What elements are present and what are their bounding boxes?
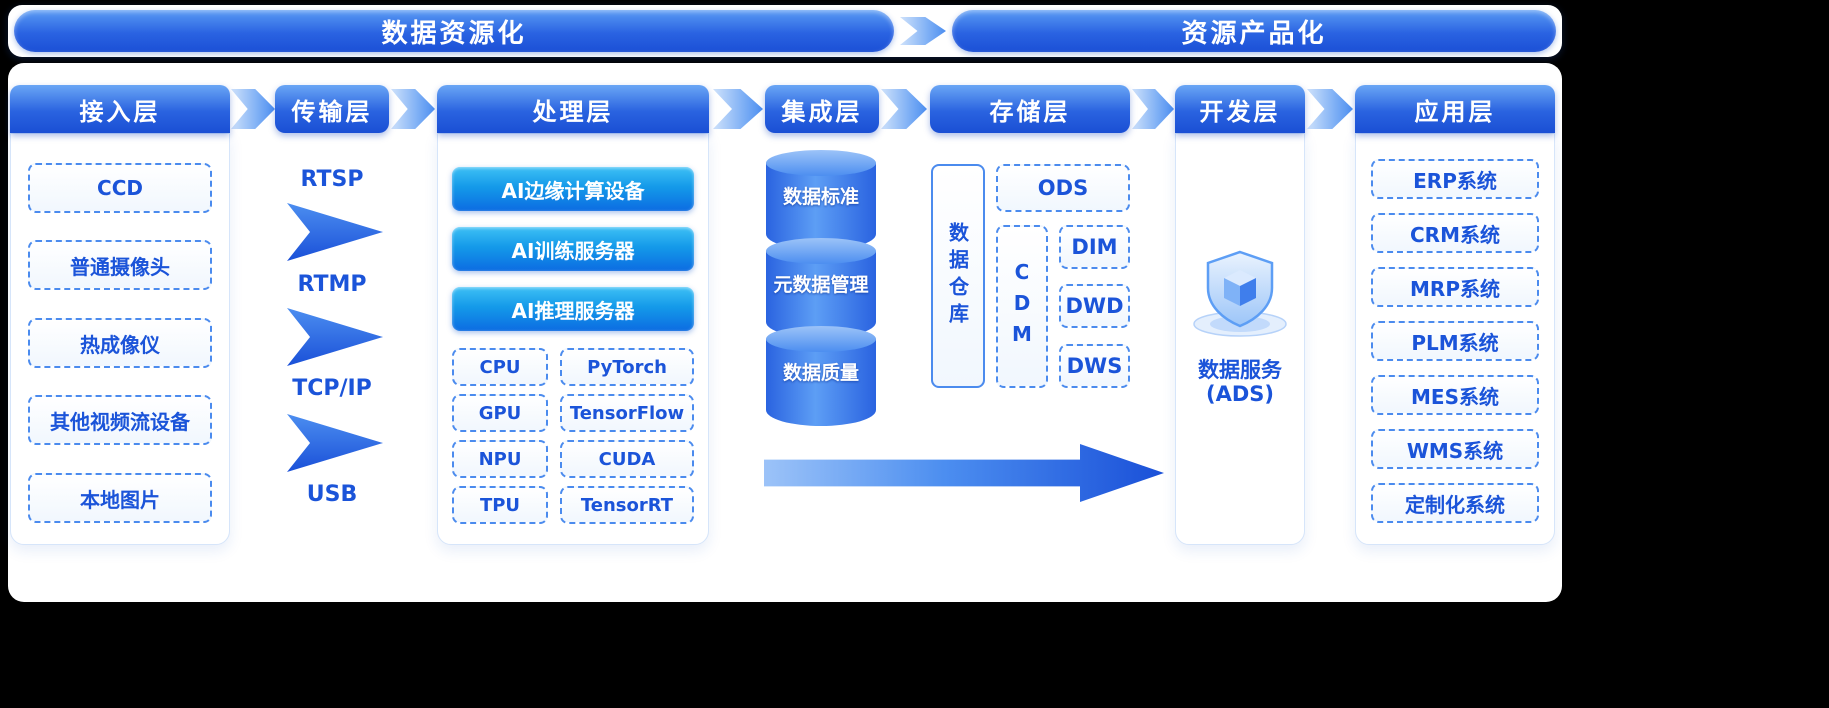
banner-right-label: 资源产品化 xyxy=(1181,18,1327,49)
top-banner: 数据资源化 资源产品化 xyxy=(8,5,1562,57)
access-item-local-image: 本地图片 xyxy=(28,473,212,523)
app-crm: CRM系统 xyxy=(1371,213,1539,253)
hw-gpu: GPU xyxy=(452,394,548,432)
data-service-shield-icon xyxy=(1188,248,1292,340)
cylinder-data-quality: 数据质量 xyxy=(766,326,876,426)
dim-box: DIM xyxy=(1059,225,1130,269)
fw-cuda: CUDA xyxy=(560,440,694,478)
header-transport-layer: 传输层 xyxy=(275,85,389,133)
cylinder-body xyxy=(766,251,876,338)
app-erp: ERP系统 xyxy=(1371,159,1539,199)
dwd-box: DWD xyxy=(1059,284,1130,328)
cylinder-label: 数据质量 xyxy=(782,362,859,384)
cylinder-top xyxy=(766,150,876,176)
cylinder-body xyxy=(766,163,876,250)
header-access-layer: 接入层 xyxy=(10,85,230,133)
header-development-layer: 开发层 xyxy=(1175,85,1305,133)
ods-box: ODS xyxy=(996,164,1130,212)
cylinder-top xyxy=(766,326,876,352)
protocol-rtsp: RTSP xyxy=(300,167,364,192)
app-plm: PLM系统 xyxy=(1371,321,1539,361)
cylinder-label: 数据标准 xyxy=(782,186,859,208)
cylinder-body xyxy=(766,339,876,426)
access-item-other-video: 其他视频流设备 xyxy=(28,395,212,445)
protocol-usb: USB xyxy=(306,482,358,507)
fw-pytorch: PyTorch xyxy=(560,348,694,386)
banner-right-pill: 资源产品化 xyxy=(952,10,1556,52)
protocol-rtmp: RTMP xyxy=(297,272,367,297)
cylinder-metadata-mgmt: 元数据管理 xyxy=(766,238,876,338)
cylinder-label: 元数据管理 xyxy=(773,274,869,296)
cylinder-data-standard: 数据标准 xyxy=(766,150,876,250)
app-mes: MES系统 xyxy=(1371,375,1539,415)
protocol-tcpip: TCP/IP xyxy=(292,376,372,401)
cdm-box: CDM xyxy=(996,225,1048,388)
access-item-thermal: 热成像仪 xyxy=(28,318,212,368)
development-layer-body xyxy=(1175,133,1305,545)
access-item-ccd: CCD xyxy=(28,163,212,213)
cylinder-top xyxy=(766,238,876,264)
app-custom: 定制化系统 xyxy=(1371,483,1539,523)
hw-npu: NPU xyxy=(452,440,548,478)
dws-box: DWS xyxy=(1059,344,1130,388)
access-item-camera: 普通摄像头 xyxy=(28,240,212,290)
banner-left-label: 数据资源化 xyxy=(381,18,527,49)
app-mrp: MRP系统 xyxy=(1371,267,1539,307)
ai-edge-device-button: AI边缘计算设备 xyxy=(452,167,694,211)
ai-inference-server-button: AI推理服务器 xyxy=(452,287,694,331)
hw-tpu: TPU xyxy=(452,486,548,524)
header-integration-layer: 集成层 xyxy=(765,85,879,133)
app-wms: WMS系统 xyxy=(1371,429,1539,469)
header-application-layer: 应用层 xyxy=(1355,85,1555,133)
hw-cpu: CPU xyxy=(452,348,548,386)
banner-arrow-icon xyxy=(900,17,946,45)
fw-tensorrt: TensorRT xyxy=(560,486,694,524)
banner-left-pill: 数据资源化 xyxy=(14,10,894,52)
data-warehouse-box: 数据仓库 xyxy=(931,164,985,388)
header-storage-layer: 存储层 xyxy=(930,85,1130,133)
fw-tensorflow: TensorFlow xyxy=(560,394,694,432)
header-processing-layer: 处理层 xyxy=(437,85,709,133)
data-service-label: 数据服务 xyxy=(1198,358,1282,382)
data-service-sublabel: (ADS) xyxy=(1205,382,1274,406)
ai-training-server-button: AI训练服务器 xyxy=(452,227,694,271)
